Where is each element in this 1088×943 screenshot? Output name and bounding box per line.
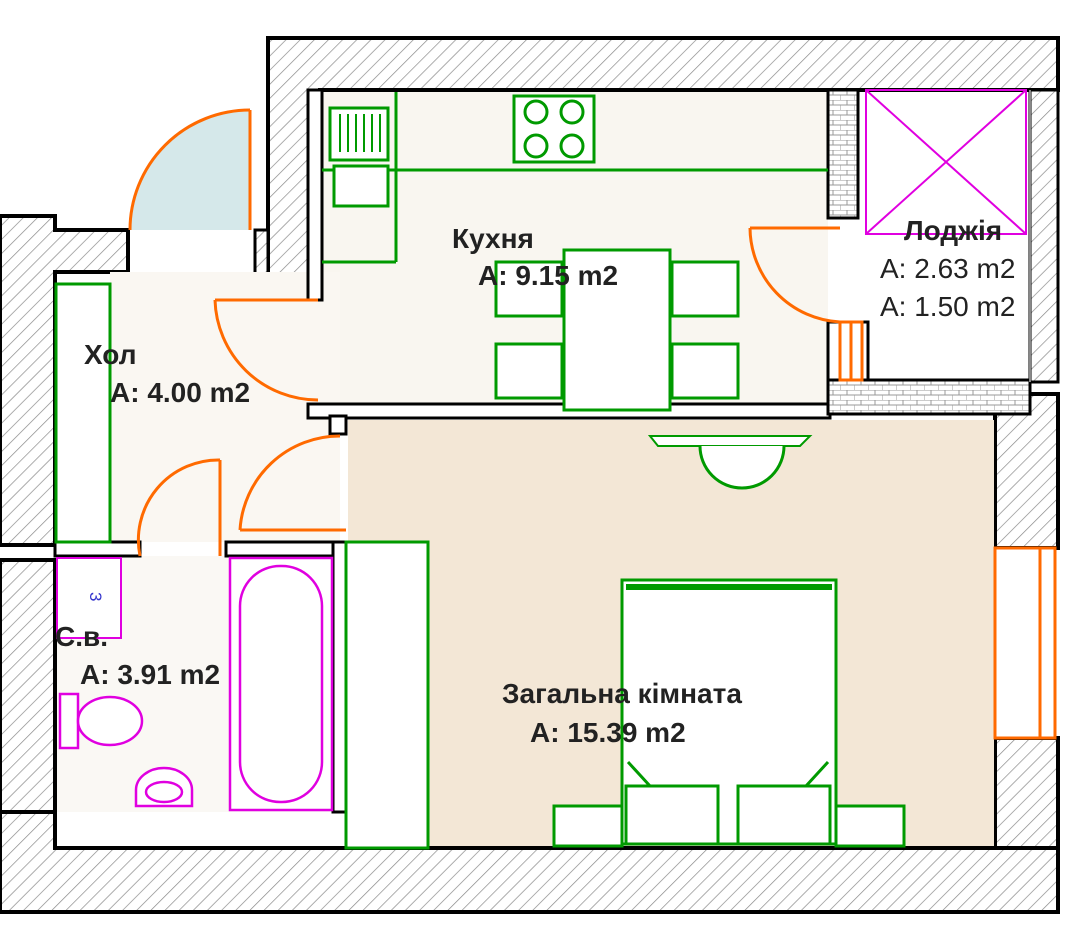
hall-floor	[110, 272, 340, 542]
loggia-area: A: 2.63 m2	[880, 253, 1015, 284]
loggia-door	[748, 226, 841, 324]
loggia-area-reduced: A: 1.50 m2	[880, 291, 1015, 322]
living-door	[238, 434, 346, 532]
washing-machine	[56, 557, 122, 639]
windows	[838, 320, 1057, 740]
bathroom-fixtures	[56, 556, 334, 812]
chair	[670, 260, 740, 318]
living-area: A: 15.39 m2	[530, 717, 686, 748]
kitchen-name: Кухня	[452, 223, 534, 254]
hall-name: Хол	[84, 339, 137, 370]
pillow	[736, 784, 832, 846]
wall-kitchen-east	[826, 88, 860, 220]
toilet	[58, 692, 144, 750]
interior-doors	[136, 226, 841, 557]
chair	[670, 342, 740, 400]
window-living-east	[993, 546, 1057, 740]
bathroom-area: A: 3.91 m2	[80, 659, 220, 690]
bathroom-door	[136, 458, 222, 557]
wall-right-upper	[993, 392, 1060, 550]
wall-bottom	[0, 810, 1060, 914]
dining-table	[562, 248, 672, 412]
kitchen-furniture	[322, 92, 828, 412]
closet	[344, 540, 430, 850]
chair	[494, 342, 564, 400]
entrance-door	[128, 108, 252, 231]
living-furniture	[344, 435, 906, 850]
kitchen-area: A: 9.15 m2	[478, 260, 618, 291]
bathroom-name: С.в.	[55, 621, 108, 652]
nightstand	[552, 804, 624, 848]
kitchen-door	[213, 298, 319, 402]
wall-left-lower	[0, 558, 57, 814]
loggia-name: Лоджія	[904, 215, 1002, 246]
nightstand	[834, 804, 906, 848]
room-labels: Кухня A: 9.15 m2 Хол A: 4.00 m2 С.в. A: …	[55, 215, 1015, 748]
pillow	[624, 784, 720, 846]
wall-bath-top	[53, 540, 142, 558]
wardrobe	[54, 282, 112, 544]
hall-area: A: 4.00 m2	[110, 377, 250, 408]
wall-loggia-right	[1028, 88, 1060, 384]
tv-unit	[647, 435, 813, 490]
chair	[494, 260, 564, 318]
living-name: Загальна кімната	[502, 678, 742, 709]
washing-machine-mark: 3	[86, 592, 105, 601]
loggia-frame	[865, 89, 1031, 382]
wall-kitchen-west	[306, 88, 324, 302]
wall-loggia-bottom	[826, 378, 1032, 416]
exterior-walls	[0, 36, 1060, 914]
